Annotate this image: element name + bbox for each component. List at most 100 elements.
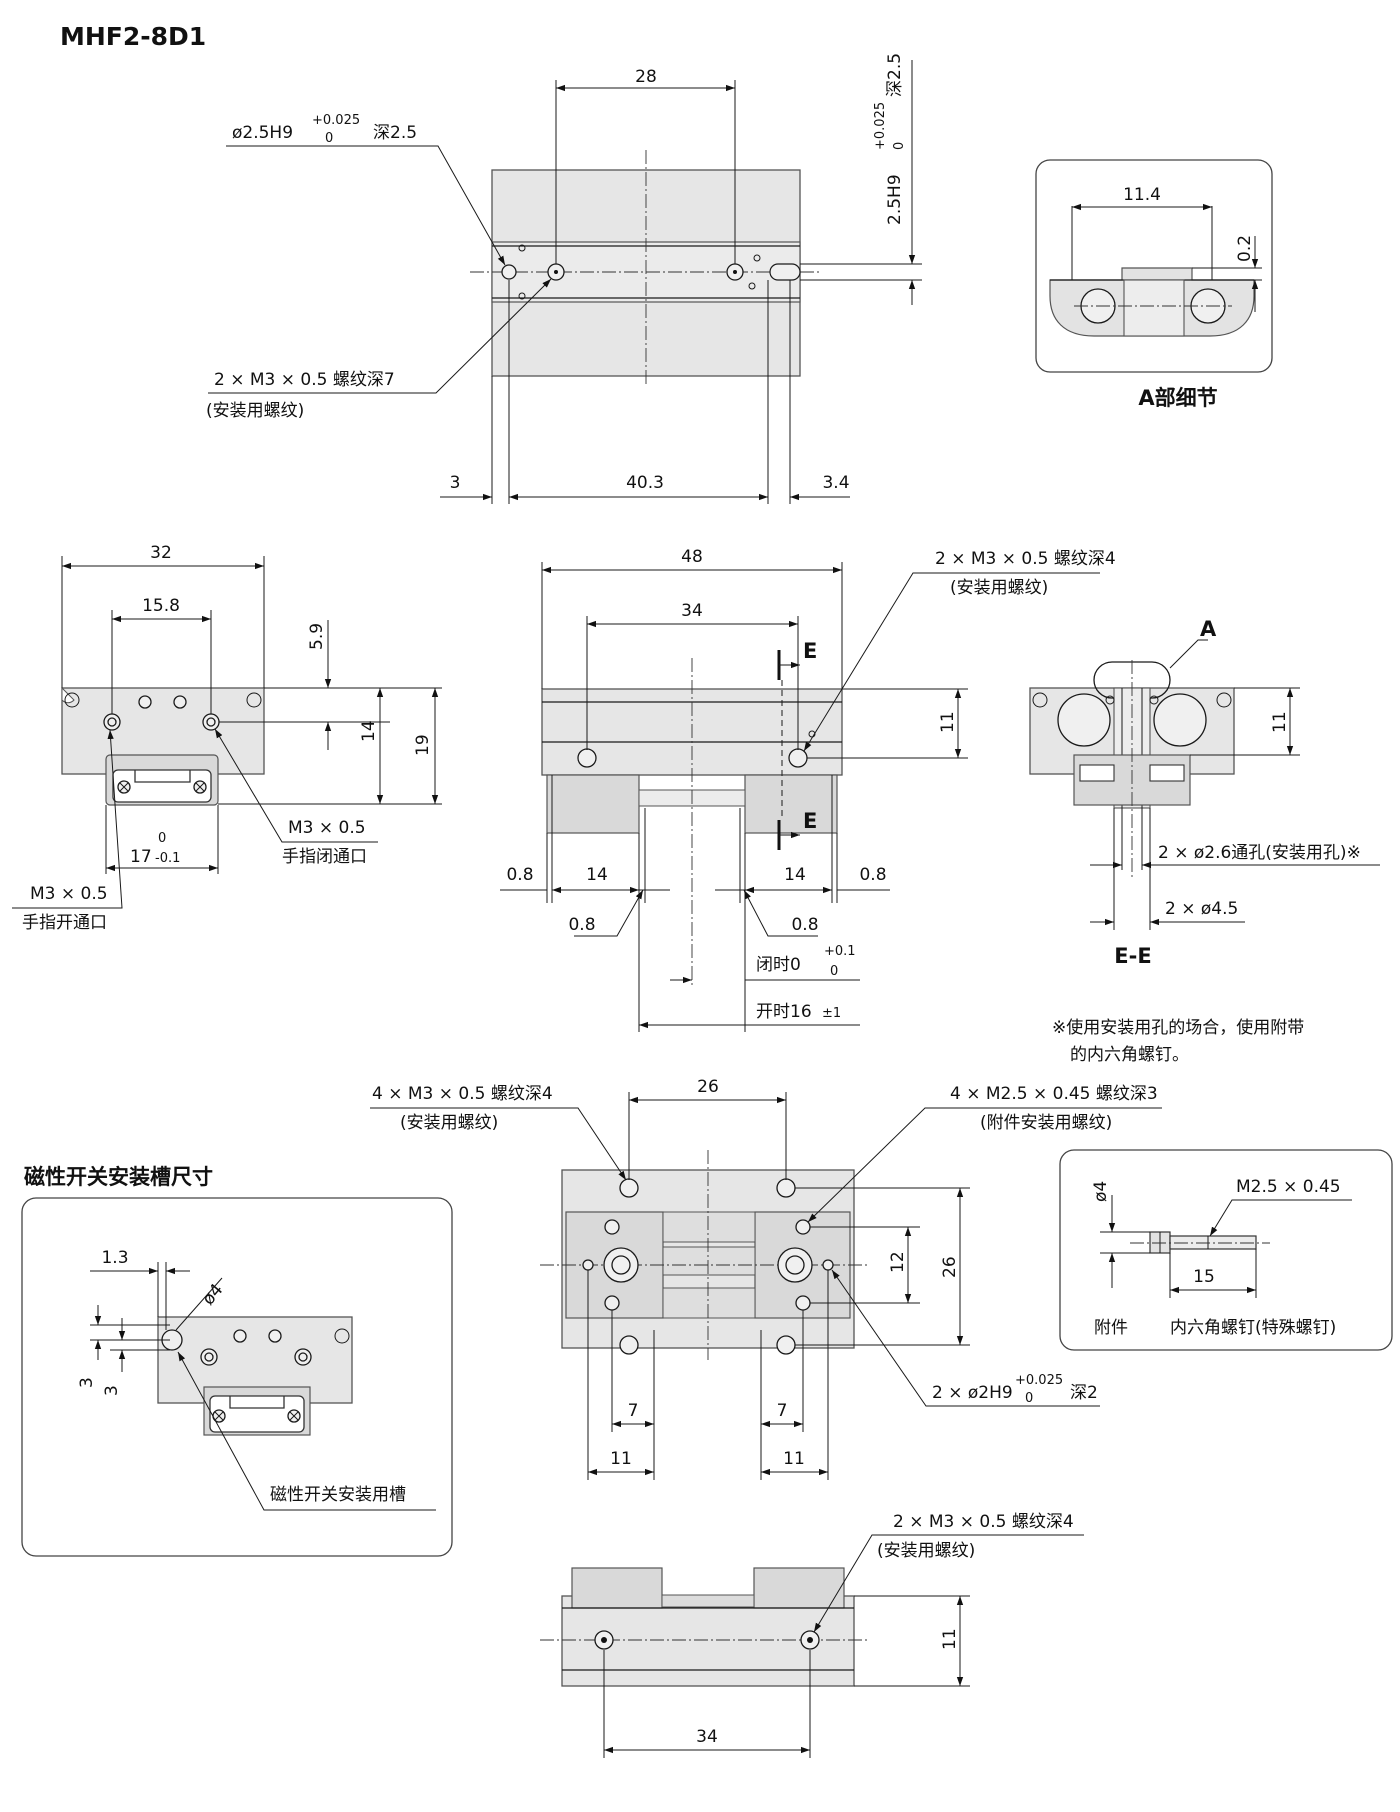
- note-line-2: 的内六角螺钉。: [1070, 1045, 1189, 1065]
- port-hole-inner: [298, 1352, 308, 1362]
- leader-line: [803, 572, 1100, 752]
- screw-shank: [1169, 1235, 1257, 1250]
- pin-hole-depth: 深2: [1070, 1383, 1098, 1403]
- front-view: 48 34 E E 11 2 × M3 × 0.5 螺纹深4 (安装用螺纹): [500, 547, 1116, 1032]
- dim-17-tol-upper: 0: [158, 831, 166, 846]
- rear-jaw-left: [571, 1567, 663, 1609]
- piston-bore-inner: [785, 1255, 805, 1275]
- top-view: 28 ø2.5H9 +0.025 0 深2.5 2 × M3 × 0.5 螺纹深…: [206, 53, 922, 504]
- leader-line: [370, 1107, 627, 1181]
- pin-hole: [582, 1259, 594, 1271]
- left-view: 32 15.8 5.9 14 19 17 0 -0.1 M3 × 0.5 手指闭…: [12, 543, 442, 933]
- accessory-thread-label: M2.5 × 0.45: [1236, 1177, 1341, 1197]
- dim-14: 14: [359, 720, 379, 742]
- counterbore-label: 2 × ø4.5: [1165, 899, 1238, 919]
- pin-hole: [501, 264, 517, 280]
- accessory-caption-prefix: 附件: [1094, 1318, 1128, 1338]
- accessory-thread: [604, 1219, 620, 1235]
- accessory-dim-15: 15: [1193, 1267, 1215, 1287]
- bottom-callout-right: 4 × M2.5 × 0.45 螺纹深3: [950, 1084, 1158, 1104]
- finger-rail: [112, 769, 212, 803]
- screw-cross: [195, 782, 205, 792]
- closed-tol-upper: +0.1: [824, 944, 856, 959]
- switch-port: [334, 1328, 350, 1344]
- pin-hole: [822, 1259, 834, 1271]
- bottom-callout-left: 4 × M3 × 0.5 螺纹深4: [372, 1084, 553, 1104]
- switch-dim-3: 3: [102, 1385, 122, 1396]
- rear-callout-note: (安装用螺纹): [877, 1541, 975, 1561]
- accessory-screw: ø4 M2.5 × 0.45 15 附件 内六角螺钉(特殊螺钉): [1059, 1149, 1393, 1351]
- accessory-dim-phi4: ø4: [1091, 1181, 1111, 1202]
- leader-line: [226, 145, 506, 266]
- front-dim-11: 11: [938, 711, 958, 733]
- switch-finger-rail: [209, 1395, 305, 1433]
- thread-hole: [619, 1335, 639, 1355]
- leader-line: [807, 1107, 1162, 1223]
- port-close-label: 手指闭通口: [282, 847, 367, 867]
- open-tol: ±1: [822, 1006, 841, 1021]
- detail-a-caption: A部细节: [1138, 386, 1217, 410]
- small-hole: [518, 244, 526, 252]
- detail-a-dim-height: 0.2: [1235, 235, 1255, 262]
- bottom-dim-11: 11: [783, 1449, 805, 1469]
- bottom-callout-left-note: (安装用螺纹): [400, 1113, 498, 1133]
- dim-0-8: 0.8: [859, 865, 886, 885]
- section-mark-a: A: [1200, 617, 1217, 641]
- left-view-port: [64, 692, 80, 708]
- side-tol-lower: 0: [892, 142, 907, 150]
- bottom-view: 4 × M3 × 0.5 螺纹深4 (安装用螺纹) 26 4 × M2.5 × …: [370, 1077, 1162, 1480]
- thread-hole: [776, 1178, 796, 1198]
- port-hole-inner: [204, 1352, 214, 1362]
- bottom-dim-26-top: 26: [697, 1077, 719, 1097]
- leader-line: [214, 728, 378, 843]
- port-open-label: 手指开通口: [22, 913, 107, 933]
- rear-dim-34: 34: [696, 1727, 718, 1747]
- leader-line: [813, 1534, 1084, 1633]
- section-port: [1032, 692, 1048, 708]
- leader-line: [175, 1277, 223, 1331]
- section-dim-11: 11: [1270, 711, 1290, 733]
- rear-jaw-right: [753, 1567, 845, 1609]
- accessory-caption: 内六角螺钉(特殊螺钉): [1170, 1318, 1336, 1338]
- bottom-dim-7: 7: [628, 1401, 639, 1421]
- side-label-depth: 深2.5: [885, 53, 905, 97]
- callout-pin-hole: ø2.5H9: [232, 123, 293, 143]
- section-finger-left: [1079, 764, 1115, 782]
- pin-hole-tol-upper: +0.025: [1015, 1373, 1063, 1388]
- bottom-center-rail: [662, 1211, 756, 1243]
- hole-center: [807, 1637, 813, 1643]
- section-bore: [1153, 693, 1207, 747]
- small-hole: [173, 695, 187, 709]
- leader-line: [1209, 1199, 1352, 1237]
- leader-line: [177, 1351, 436, 1511]
- thread-hole: [577, 748, 597, 768]
- open-label: 开时16: [756, 1002, 812, 1022]
- left-view-port: [246, 692, 262, 708]
- section-ee: A 11 2 × ø2.6通孔(安装用孔)※ 2 × ø4.5 E-E: [1029, 617, 1380, 968]
- switch-finger-channel: [229, 1396, 285, 1409]
- small-hole: [233, 1329, 247, 1343]
- bottom-callout-right-note: (附件安装用螺纹): [980, 1113, 1112, 1133]
- dim-17: 17: [130, 847, 152, 867]
- dim-48: 48: [681, 547, 703, 567]
- switch-slot-title: 磁性开关安装槽尺寸: [24, 1165, 213, 1189]
- finger-channel: [134, 770, 191, 783]
- dim-40-3: 40.3: [626, 473, 664, 493]
- hole-center: [554, 270, 558, 274]
- accessory-thread: [795, 1219, 811, 1235]
- leader-line: [208, 278, 552, 394]
- leader-line: [12, 729, 123, 909]
- dim-0-8: 0.8: [506, 865, 533, 885]
- dim-0-8: 0.8: [568, 915, 595, 935]
- thread-hole: [619, 1178, 639, 1198]
- bottom-dim-7: 7: [777, 1401, 788, 1421]
- port-hole-inner: [206, 717, 216, 727]
- side-tol-upper: +0.025: [873, 102, 888, 150]
- small-hole: [138, 695, 152, 709]
- port-open: M3 × 0.5: [30, 884, 108, 904]
- bottom-center-rail: [662, 1287, 756, 1319]
- note-line-1: ※使用安装用孔的场合，使用附带: [1052, 1017, 1304, 1038]
- dim-19: 19: [413, 734, 433, 756]
